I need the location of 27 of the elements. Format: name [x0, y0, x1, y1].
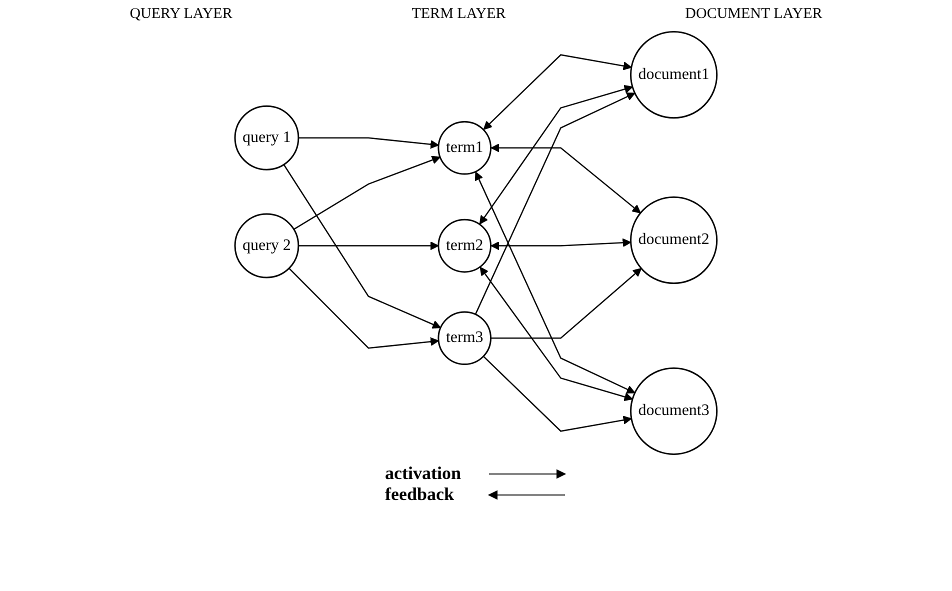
arrow — [294, 156, 441, 230]
arrow — [475, 172, 636, 394]
legend-text: feedback — [385, 484, 455, 505]
layer-heading: TERM LAYER — [412, 6, 506, 23]
arrow — [490, 238, 632, 250]
arrow — [490, 144, 641, 214]
legend-text: activation — [385, 463, 462, 484]
arrow — [483, 54, 632, 130]
arrow — [298, 241, 439, 250]
node-circle: document1 — [630, 31, 718, 119]
layer-heading: DOCUMENT LAYER — [685, 6, 822, 23]
layer-heading: QUERY LAYER — [130, 6, 232, 23]
arrow — [479, 84, 633, 224]
node-circle: term2 — [438, 218, 492, 273]
arrow — [483, 356, 632, 432]
arrow — [298, 137, 440, 149]
node-circle: query 1 — [234, 105, 300, 170]
arrow — [283, 164, 442, 329]
node-circle: term3 — [438, 311, 492, 366]
arrow — [490, 268, 642, 339]
arrow — [480, 266, 633, 402]
arrow — [474, 92, 636, 315]
arrow — [288, 268, 440, 349]
node-circle: document2 — [630, 196, 718, 284]
node-circle: query 2 — [234, 213, 300, 278]
node-circle: document3 — [630, 367, 718, 455]
node-circle: term1 — [438, 120, 492, 175]
